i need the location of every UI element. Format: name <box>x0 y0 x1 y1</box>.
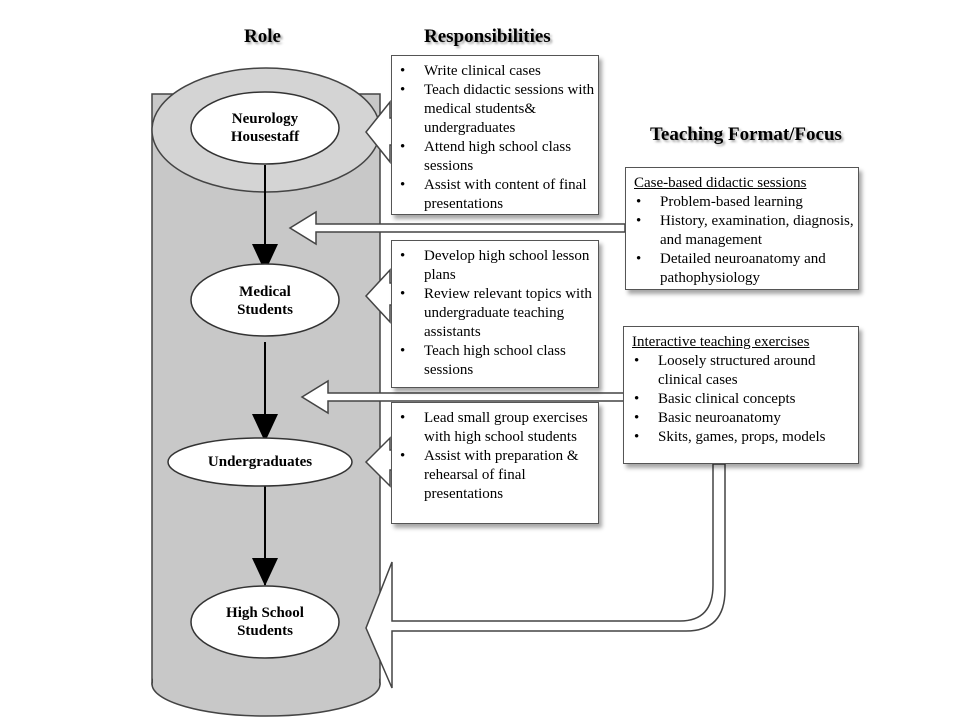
responsibility-box-undergrad: Lead small group exercises with high sch… <box>391 402 599 524</box>
role-line: Students <box>237 302 293 318</box>
format-item: Loosely structured around clinical cases <box>624 352 858 390</box>
format-item: History, examination, diagnosis, and man… <box>626 212 858 250</box>
format-item: Problem-based learning <box>626 193 858 212</box>
responsibility-item: Assist with content of final presentatio… <box>392 176 598 214</box>
flow-arrows <box>252 165 278 586</box>
role-line: Students <box>237 623 293 639</box>
role-line: Medical <box>239 284 291 300</box>
role-line: Undergraduates <box>207 454 313 470</box>
role-node-medical <box>190 263 340 337</box>
format-box-interactive: Interactive teaching exercises Loosely s… <box>623 326 859 464</box>
role-label-housestaff: Neurology Housestaff <box>195 108 335 148</box>
responsibility-item: Teach high school class sessions <box>392 342 598 380</box>
role-label-medical: Medical Students <box>195 281 335 321</box>
responsibility-item: Attend high school class sessions <box>392 138 598 176</box>
format-arrows <box>288 210 726 689</box>
role-label-highschool: High School Students <box>195 602 335 642</box>
role-node-housestaff <box>190 91 340 165</box>
role-label-undergrad: Undergraduates <box>170 451 350 473</box>
format-item: Basic neuroanatomy <box>624 409 858 428</box>
role-node-undergrad <box>167 437 353 487</box>
format-title: Case-based didactic sessions <box>634 175 807 191</box>
responsibility-item: Lead small group exercises with high sch… <box>392 409 598 447</box>
header-role: Role <box>244 26 281 47</box>
responsibility-box-medical: Develop high school lesson plans Review … <box>391 240 599 388</box>
responsibility-item: Develop high school lesson plans <box>392 247 598 285</box>
responsibility-box-housestaff: Write clinical cases Teach didactic sess… <box>391 55 599 215</box>
role-node-highschool <box>190 585 340 659</box>
responsibility-item: Teach didactic sessions with medical stu… <box>392 81 598 138</box>
format-box-case-based: Case-based didactic sessions Problem-bas… <box>625 167 859 290</box>
role-line: Housestaff <box>230 129 300 145</box>
format-item: Basic clinical concepts <box>624 390 858 409</box>
header-responsibilities: Responsibilities <box>424 26 551 47</box>
format-item: Skits, games, props, models <box>624 428 858 447</box>
role-line: Neurology <box>231 111 299 127</box>
format-item: Detailed neuroanatomy and pathophysiolog… <box>626 250 858 288</box>
responsibility-item: Review relevant topics with undergraduat… <box>392 285 598 342</box>
responsibility-item: Assist with preparation & rehearsal of f… <box>392 447 598 504</box>
format-title: Interactive teaching exercises <box>632 334 810 350</box>
header-teaching-format: Teaching Format/Focus <box>650 124 842 145</box>
responsibility-item: Write clinical cases <box>392 62 598 81</box>
role-line: High School <box>226 605 304 621</box>
